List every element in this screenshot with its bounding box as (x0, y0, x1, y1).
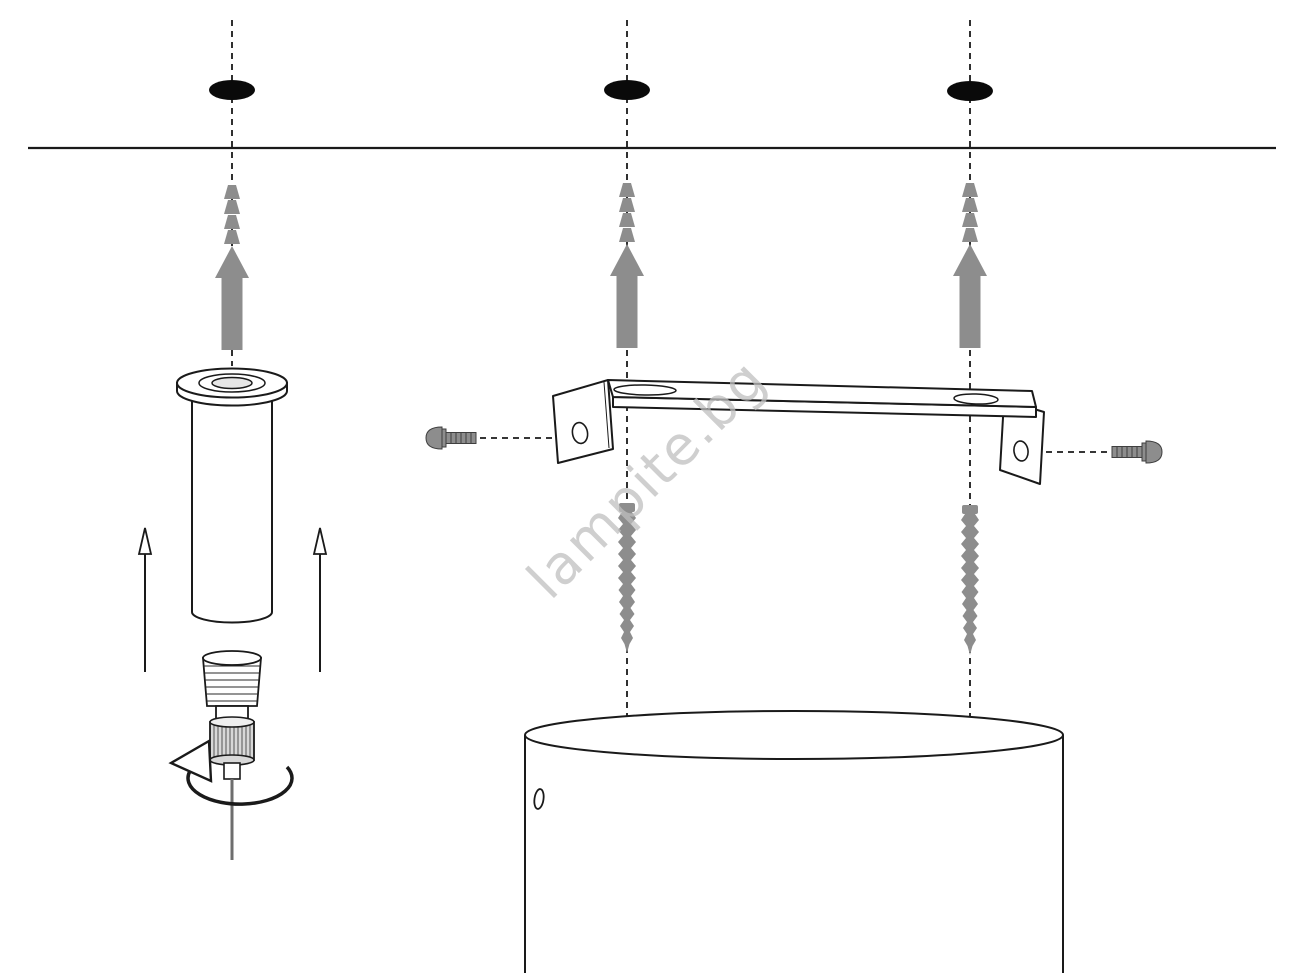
wood-screws (618, 503, 979, 655)
arrow-up-right (312, 527, 328, 672)
knurl-lines (213, 723, 251, 759)
ceiling-hole-left (209, 80, 255, 100)
canopy (524, 710, 1064, 973)
wood-screw-right (961, 505, 979, 655)
bracket-hole-left (571, 421, 589, 445)
machine-screw-left (425, 426, 477, 450)
nut-tip (223, 762, 241, 780)
wall-anchor-right (953, 183, 987, 348)
strain-relief-assembly (168, 650, 294, 860)
bracket-hole-right (1013, 440, 1029, 462)
wall-anchors (215, 183, 987, 350)
arrow-up-left-head (137, 527, 153, 555)
knurled-nut (209, 716, 255, 766)
bracket-slot-right (953, 393, 999, 405)
wall-anchor-left (215, 185, 249, 350)
canopy-top (524, 710, 1064, 760)
bracket-left-fold-line (603, 381, 610, 449)
cord-grip-assembly (137, 367, 328, 672)
ceiling-hole-right (947, 81, 993, 101)
nipple-top (202, 650, 262, 666)
machine-screw-right (1111, 440, 1163, 464)
ceiling-holes (209, 80, 993, 101)
wall-anchor-center (610, 183, 644, 348)
arrow-up-right-head (312, 527, 328, 555)
mounting-bracket (552, 379, 1045, 485)
arrow-up-left (137, 527, 153, 672)
tube-body (191, 390, 273, 624)
bracket-slot-left (613, 384, 677, 396)
ceiling-hole-center (604, 80, 650, 100)
canopy-side-hole (533, 788, 545, 810)
flange-center-hole (211, 376, 253, 390)
nipple-thread-lines (204, 665, 260, 702)
rotation-arrow-head (168, 738, 213, 783)
canopy-body (525, 735, 1063, 973)
bracket-bar-top (607, 379, 1037, 408)
machine-screws (425, 426, 1163, 464)
bracket-left-tab (552, 379, 614, 464)
rotation-arrow (168, 738, 294, 806)
guide-lines (231, 20, 971, 740)
